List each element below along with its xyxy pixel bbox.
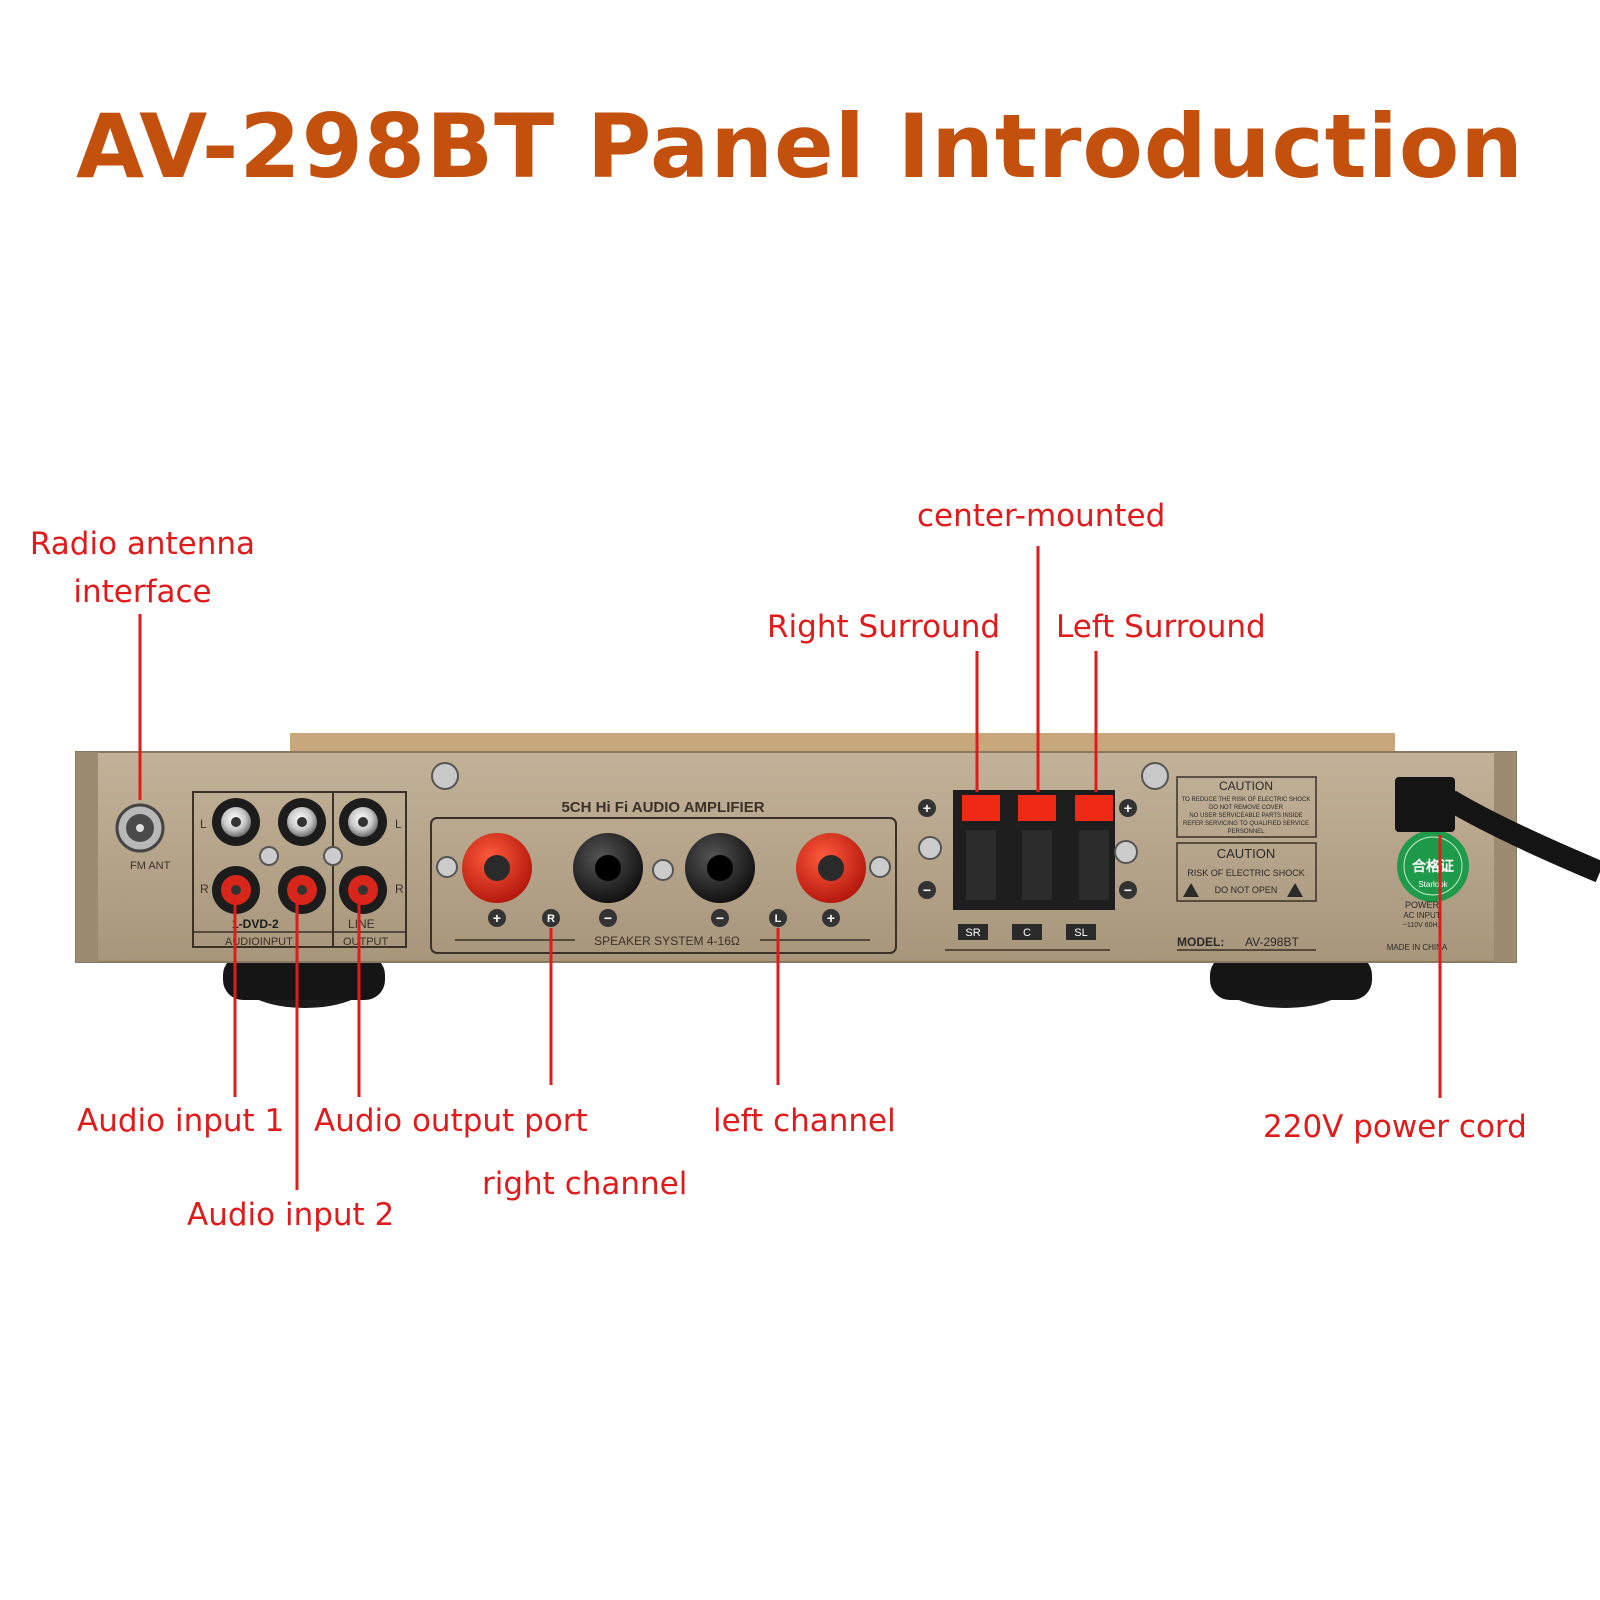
r-channel-label: R	[547, 913, 555, 925]
warning-icon	[1183, 883, 1199, 897]
dvd-label: 1-DVD-2	[232, 917, 279, 931]
svg-text:合格证: 合格证	[1412, 858, 1454, 874]
speaker-terminal-block	[430, 817, 897, 954]
callout-radio-antenna: Radio antenna interface	[20, 520, 265, 616]
rear-panel	[75, 751, 1517, 963]
screw	[1114, 840, 1138, 864]
output-label: OUTPUT	[343, 936, 389, 948]
svg-text:CAUTION: CAUTION	[1219, 779, 1273, 793]
rca-jack-in2-right	[278, 866, 326, 914]
terminal-left-plus	[796, 833, 866, 903]
plus-label: +	[827, 910, 835, 926]
callout-radio-antenna-line1: Radio antenna	[29, 526, 256, 562]
svg-text:POWER: POWER	[1405, 900, 1440, 910]
svg-text:Starlook: Starlook	[1418, 880, 1448, 889]
in-right-label: R	[200, 882, 209, 896]
line-label: LINE	[348, 917, 375, 931]
rca-jack-in1-right	[212, 866, 260, 914]
screw	[323, 846, 343, 866]
l-channel-label: L	[775, 913, 782, 925]
svg-text:PERSONNEL: PERSONNEL	[1227, 829, 1265, 835]
plus-label: +	[493, 910, 501, 926]
out-left-label: L	[395, 817, 402, 831]
model-value: AV-298BT	[1245, 935, 1299, 949]
callout-audio-output-port: Audio output port	[314, 1103, 588, 1139]
audio-input-label: AUDIOINPUT	[225, 936, 293, 948]
certification-sticker: 合格证 Starlook	[1397, 830, 1469, 902]
clip-sl	[1075, 795, 1113, 900]
rca-jack-in1-left	[212, 798, 260, 846]
callout-radio-antenna-line2: interface	[73, 574, 212, 610]
terminal-right-plus	[462, 833, 532, 903]
callout-right-channel: right channel	[482, 1166, 688, 1202]
svg-text:DO NOT REMOVE COVER: DO NOT REMOVE COVER	[1209, 805, 1284, 811]
caution-label-1	[1176, 776, 1317, 838]
fm-ant-label: FM ANT	[130, 860, 171, 872]
screw	[436, 856, 458, 878]
callout-audio-input-1: Audio input 1	[77, 1103, 285, 1139]
warning-icon	[1287, 883, 1303, 897]
power-cord-plug	[1395, 777, 1455, 832]
sl-label: SL	[1074, 927, 1087, 939]
screw	[918, 836, 942, 860]
svg-text:AC INPUT: AC INPUT	[1403, 911, 1440, 920]
callout-left-channel: left channel	[713, 1103, 896, 1139]
svg-text:TO REDUCE THE RISK OF ELECTRIC: TO REDUCE THE RISK OF ELECTRIC SHOCK	[1182, 797, 1311, 803]
callout-power-cord: 220V power cord	[1263, 1109, 1527, 1145]
screw	[1141, 762, 1169, 790]
svg-text:+: +	[1124, 800, 1132, 816]
svg-text:NO USER SERVICEABLE PARTS INSI: NO USER SERVICEABLE PARTS INSIDE	[1189, 813, 1302, 819]
terminal-right-minus	[573, 833, 643, 903]
svg-text:RISK OF ELECTRIC SHOCK: RISK OF ELECTRIC SHOCK	[1187, 868, 1305, 878]
sr-label: SR	[965, 927, 980, 939]
rca-jack-out-left	[339, 798, 387, 846]
page-title: AV-298BT Panel Introduction	[76, 95, 1524, 198]
out-right-label: R	[395, 882, 404, 896]
callout-left-surround: Left Surround	[1056, 609, 1266, 645]
callout-center-mounted: center-mounted	[917, 498, 1166, 534]
svg-text:~110V 60Hz: ~110V 60Hz	[1403, 922, 1442, 929]
clip-sr	[962, 795, 1000, 900]
rca-jack-out-right	[339, 866, 387, 914]
fm-antenna-jack	[115, 803, 165, 853]
svg-text:CAUTION: CAUTION	[1217, 846, 1276, 861]
callout-right-surround: Right Surround	[767, 609, 1001, 645]
rca-jack-in2-left	[278, 798, 326, 846]
svg-text:−: −	[923, 882, 931, 898]
power-cord	[1444, 790, 1600, 883]
rca-block	[192, 791, 407, 948]
svg-text:MADE IN CHINA: MADE IN CHINA	[1387, 943, 1448, 952]
screw	[869, 856, 891, 878]
clip-c	[1018, 795, 1056, 900]
svg-text:−: −	[1124, 882, 1132, 898]
screw	[652, 859, 674, 881]
in-left-label: L	[200, 817, 207, 831]
svg-text:+: +	[923, 800, 931, 816]
svg-text:REFER SERVICING TO QUALIFIED S: REFER SERVICING TO QUALIFIED SERVICE	[1183, 821, 1309, 827]
terminal-left-minus	[685, 833, 755, 903]
svg-text:DO NOT OPEN: DO NOT OPEN	[1215, 885, 1278, 895]
screw	[431, 762, 459, 790]
screw	[259, 846, 279, 866]
model-label: MODEL:	[1177, 935, 1224, 949]
amp-name-label: 5CH Hi Fi AUDIO AMPLIFIER	[561, 799, 764, 816]
speaker-system-label: SPEAKER SYSTEM 4-16Ω	[594, 934, 740, 948]
caution-label-2	[1176, 842, 1317, 902]
callout-audio-input-2: Audio input 2	[187, 1197, 395, 1233]
c-label: C	[1023, 927, 1031, 939]
minus-label: −	[604, 910, 612, 926]
minus-label: −	[716, 910, 724, 926]
